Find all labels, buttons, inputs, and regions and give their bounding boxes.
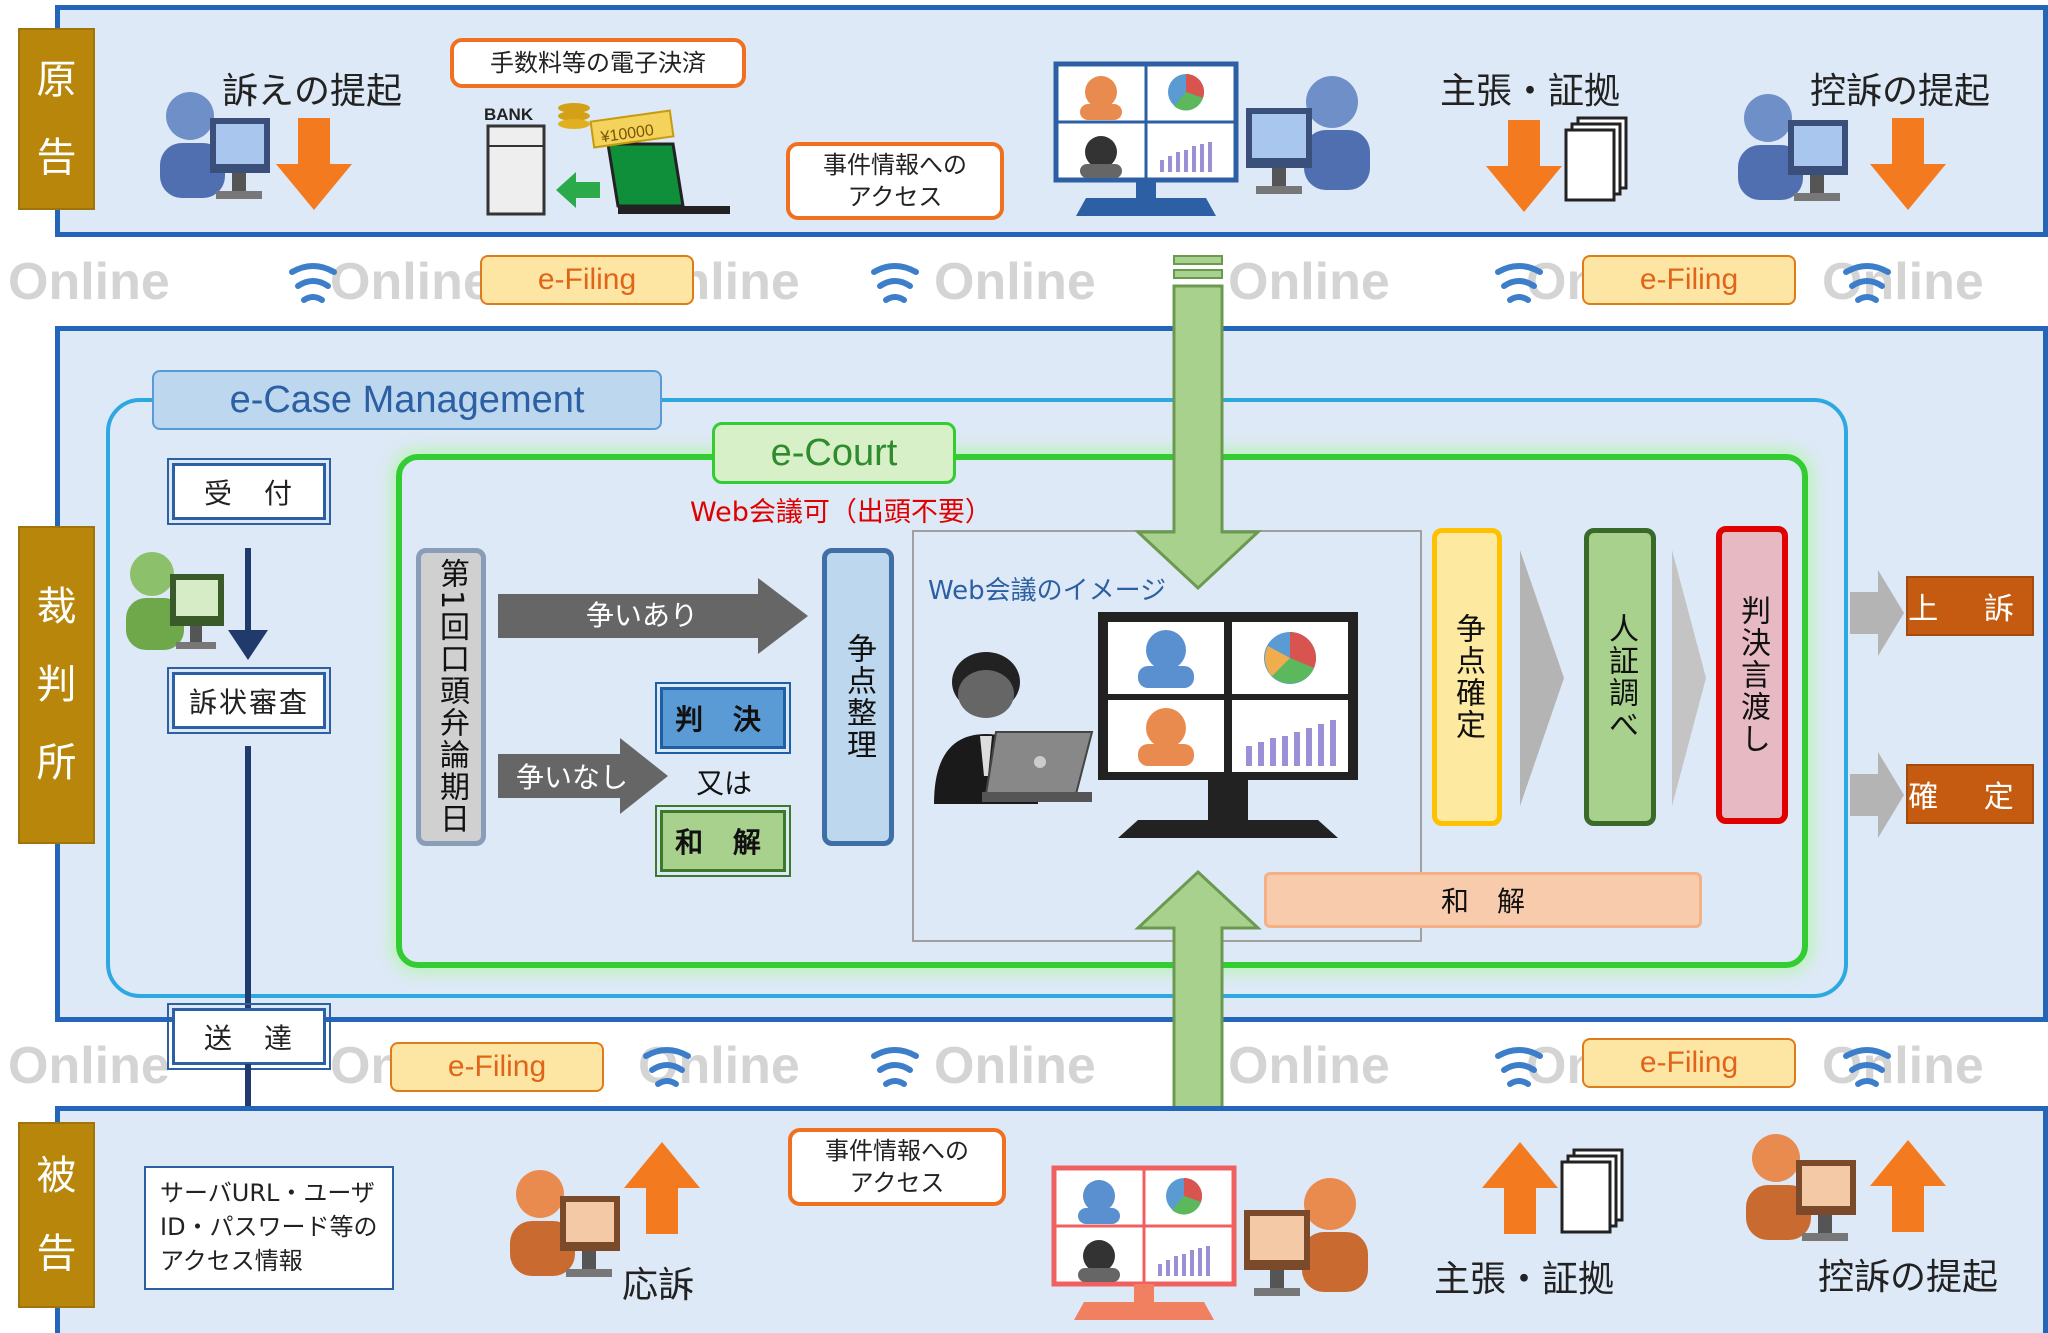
bank-text: BANK: [484, 105, 534, 124]
web-meeting-ok-label: Web会議可（出頭不要）: [690, 497, 992, 528]
witness-exam-box: 人証調べ: [1584, 528, 1656, 826]
issue-fixed-box: 争点確定: [1432, 528, 1502, 826]
or-label: 又は: [696, 767, 753, 800]
label-char: 判: [36, 662, 77, 708]
court-web-meeting-monitor-icon: [1098, 612, 1358, 838]
online-text: Online: [1228, 253, 1390, 311]
efiling-badge: e-Filing: [390, 1042, 604, 1092]
label-char: 原: [36, 57, 77, 103]
ecase-management-frame: [106, 398, 1848, 998]
plaintiff-label: 原告: [18, 28, 95, 210]
defendant-web-meeting-monitor-icon: [1051, 1165, 1237, 1320]
green-down-arrow: [1134, 255, 1262, 591]
efiling-badge: e-Filing: [1582, 255, 1796, 305]
undisputed-arrow: [498, 738, 668, 814]
label-char: 被: [36, 1153, 77, 1199]
up-arrow-icon: [1482, 1142, 1558, 1234]
plaintiff-user-icon-2: [1246, 76, 1370, 194]
disputed-label: 争いあり: [586, 599, 699, 632]
efiling-badge: e-Filing: [480, 255, 694, 305]
online-text: Online: [1822, 253, 1984, 311]
online-text: Online: [934, 253, 1096, 311]
defendant-appeal-label: 控訴の提起: [1818, 1257, 1999, 1298]
defendant-user-icon-3: [1746, 1134, 1856, 1241]
plaintiff-web-meeting-monitor-icon: [1053, 61, 1239, 216]
undisputed-label: 争いなし: [516, 761, 629, 794]
laptop-payment-icon: ¥10000: [589, 109, 730, 214]
complaint-review-box: 訴状審査: [167, 667, 331, 734]
appeal-result-box: 上 訴: [1906, 576, 2034, 636]
defendant-label: 被告: [18, 1122, 95, 1308]
efiling-badge: e-Filing: [1582, 1038, 1796, 1088]
chevron-arrow: [1672, 550, 1706, 806]
wireless-signal-icon: [289, 263, 337, 303]
defendant-case-access-box: 事件情報へのアクセス: [788, 1128, 1006, 1206]
service-box: 送 達: [167, 1003, 331, 1070]
online-text: Online: [1822, 1037, 1984, 1095]
fee-payment-box: 手数料等の電子決済: [450, 38, 746, 88]
file-suit-label: 訴えの提起: [222, 71, 403, 112]
defendant-claims-label: 主張・証拠: [1434, 1259, 1615, 1300]
plaintiff-user-icon-3: [1738, 94, 1848, 201]
flow-down-arrow: [228, 548, 268, 660]
ecase-management-title: e-Case Management: [152, 370, 662, 430]
reception-box: 受 付: [167, 458, 331, 525]
wireless-signal-icon: [871, 263, 919, 303]
plaintiff-case-access-box: 事件情報へのアクセス: [786, 142, 1004, 220]
up-arrow-icon: [624, 1142, 700, 1234]
court-band: [55, 326, 2048, 1022]
plaintiff-band: [55, 5, 2048, 237]
online-text: Online: [8, 1037, 170, 1095]
clerk-user-icon: [126, 552, 224, 650]
chevron-arrow: [1520, 550, 1564, 806]
plaintiff-user-icon: [160, 92, 270, 199]
documents-icon: [1560, 1148, 1624, 1234]
wireless-signal-icon: [1843, 1047, 1891, 1087]
down-arrow-icon: [1870, 118, 1946, 210]
label-char: 裁: [36, 584, 77, 630]
ecourt-title: e-Court: [712, 422, 956, 484]
first-hearing-box: 第1回口頭弁論期日: [416, 548, 486, 846]
defendant-user-icon-2: [1244, 1178, 1368, 1296]
settlement-box: 和 解: [655, 805, 791, 877]
wireless-signal-icon: [1495, 1047, 1543, 1087]
online-text: Online: [934, 1037, 1096, 1095]
down-arrow-icon: [1486, 120, 1562, 212]
up-arrow-icon: [1870, 1140, 1946, 1232]
label-char: 告: [36, 135, 77, 181]
payment-arrow-icon: [556, 172, 600, 208]
presenter-icon: [934, 652, 1094, 804]
wireless-signal-icon: [643, 1047, 691, 1087]
online-text: Online: [1228, 1037, 1390, 1095]
wireless-signal-icon: [1843, 263, 1891, 303]
online-text: Online: [8, 253, 170, 311]
ecourt-frame: [396, 454, 1808, 968]
web-meeting-image-title: Web会議のイメージ: [928, 576, 1167, 606]
bank-server-icon: BANK: [484, 103, 590, 216]
respond-label: 応訴: [622, 1265, 695, 1306]
judgment-box: 判 決: [655, 682, 791, 754]
label-char: 告: [36, 1231, 77, 1277]
judgment-rendered-box: 判決言渡し: [1716, 526, 1788, 824]
settlement-bar: 和 解: [1264, 872, 1702, 928]
plaintiff-claims-label: 主張・証拠: [1440, 71, 1621, 112]
down-arrow-icon: [276, 118, 352, 210]
flow-line: [245, 746, 251, 1008]
wireless-signal-icon: [871, 1047, 919, 1087]
plaintiff-appeal-label: 控訴の提起: [1810, 71, 1991, 112]
online-text: Online: [330, 253, 492, 311]
final-result-box: 確 定: [1906, 764, 2034, 824]
court-label: 裁判所: [18, 526, 95, 844]
issue-arrangement-box: 争点整理: [822, 548, 894, 846]
wireless-signal-icon: [1495, 263, 1543, 303]
outcome-arrow: [1850, 752, 1904, 838]
disputed-arrow: [498, 578, 808, 654]
outcome-arrow: [1850, 570, 1904, 656]
defendant-user-icon: [510, 1170, 620, 1277]
label-char: 所: [36, 740, 77, 786]
documents-icon: [1564, 116, 1628, 202]
